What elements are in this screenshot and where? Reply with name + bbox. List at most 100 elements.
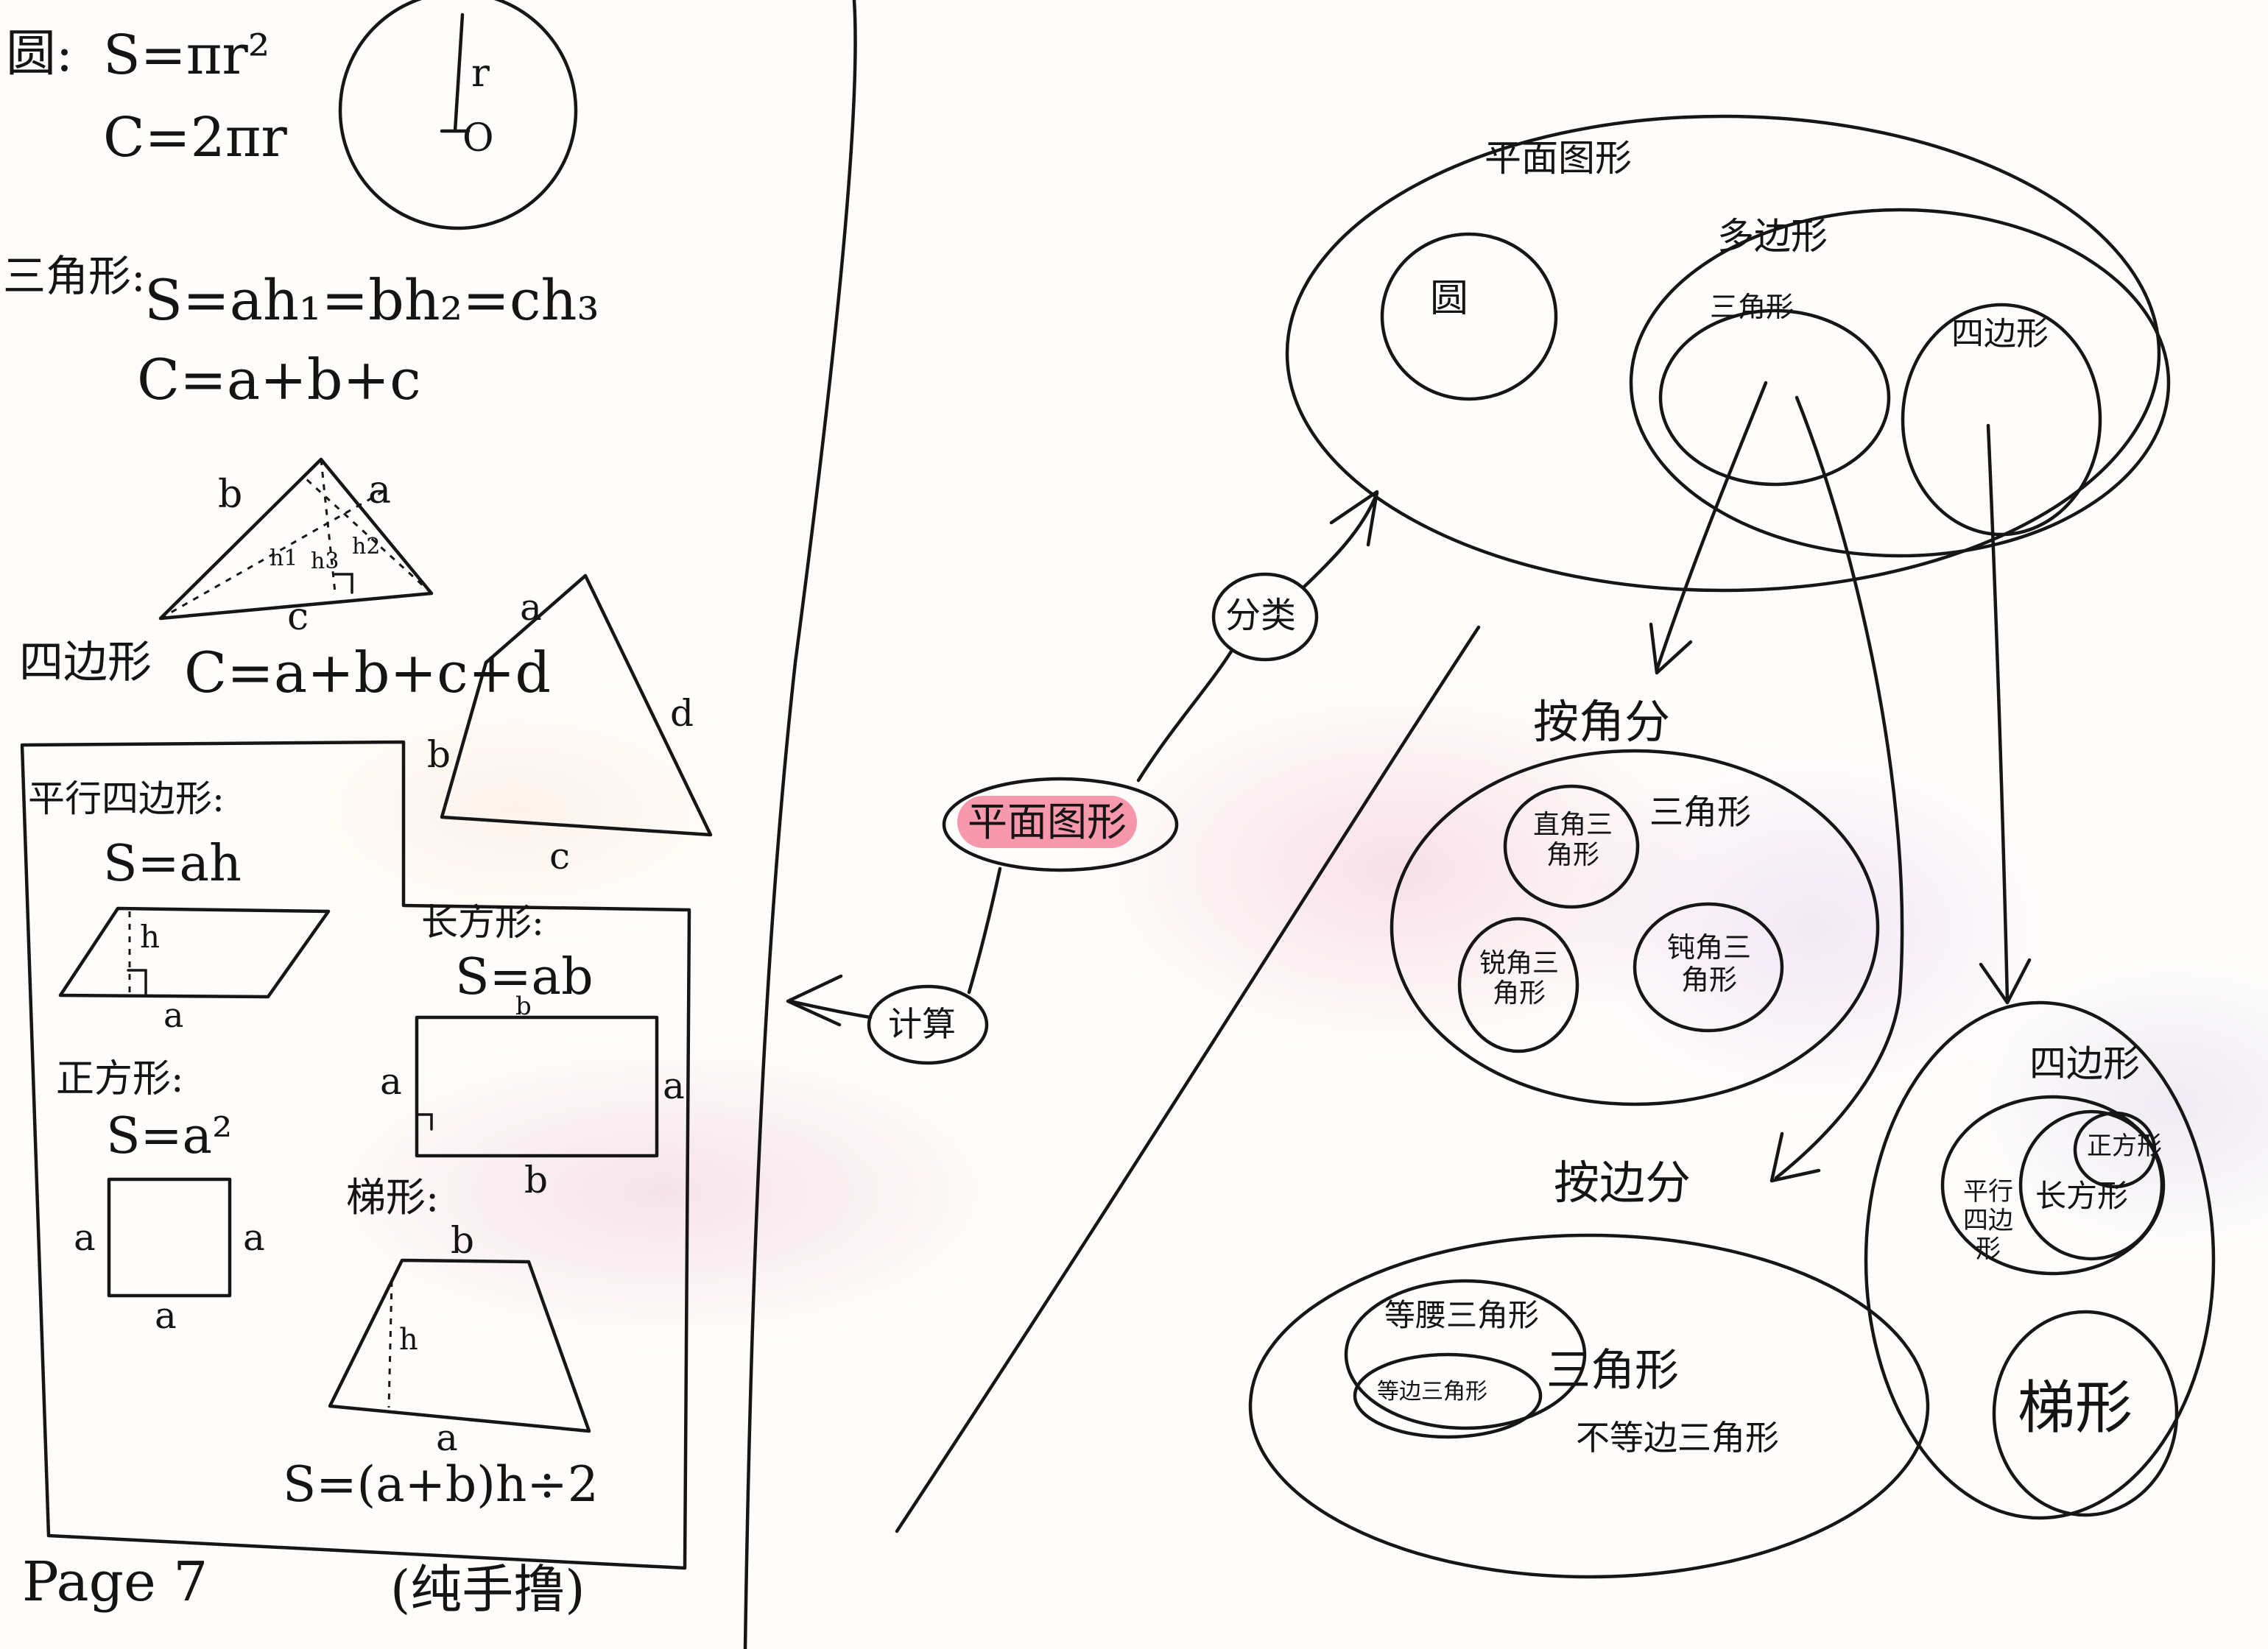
trapezoid-formula: S=(a+b)h÷2 xyxy=(283,1456,599,1513)
quadrilateral-figure xyxy=(440,573,713,837)
trapezoid-height xyxy=(387,1280,393,1408)
quad-side-a: a xyxy=(520,586,542,629)
triangle-area-formula: S=ah₁=bh₂=ch₃ xyxy=(144,267,599,333)
quadrilateral-perimeter-formula: C=a+b+c+d xyxy=(184,640,552,705)
acute-triangle-label: 锐角三角形 xyxy=(1479,948,1559,1009)
arrow-to-quad xyxy=(1986,423,2010,1003)
parallelogram-formula: S=ah xyxy=(103,835,242,893)
square-left-label: a xyxy=(74,1216,96,1259)
rectangle-set-label: 长方形 xyxy=(2035,1178,2129,1214)
plane-figures-title: 平面图形 xyxy=(1485,137,1632,180)
square-figure xyxy=(107,1177,232,1298)
rectangle-right-label: a xyxy=(663,1064,685,1107)
height-label-h2: h2 xyxy=(352,534,381,559)
square-formula: S=a² xyxy=(106,1107,233,1165)
parallelogram-base-label: a xyxy=(163,995,184,1035)
link-calculate-arrow xyxy=(787,999,873,1020)
trapezoid-bottom-label: a xyxy=(436,1416,458,1459)
height-h3 xyxy=(320,459,337,593)
center-label: O xyxy=(462,116,494,160)
calculate-node-outline xyxy=(867,984,989,1065)
quad-breakdown-title: 四边形 xyxy=(2029,1042,2140,1085)
rectangle-label: 长方形: xyxy=(421,901,544,944)
trapezoid-set-label: 梯形 xyxy=(2018,1375,2133,1441)
rectangle-right-angle xyxy=(415,1113,433,1131)
plane-figures-set xyxy=(1285,114,2161,593)
arrowhead-calculate xyxy=(786,974,843,1027)
triangle-set-label: 三角形 xyxy=(1710,291,1795,323)
height-label-h3: h3 xyxy=(311,548,339,574)
triangle-perimeter-formula: C=a+b+c xyxy=(137,347,421,412)
trapezoid-set xyxy=(1992,1310,2179,1517)
equilateral-set xyxy=(1353,1352,1543,1439)
trapezoid-label: 梯形: xyxy=(346,1174,440,1221)
page-divider-line xyxy=(743,0,857,1649)
circle-circumference-formula: C=2πr xyxy=(103,106,287,169)
arrow-to-by-angle xyxy=(1655,381,1768,672)
formula-frame xyxy=(20,740,691,1570)
parallelogram-height-label: h xyxy=(140,919,161,955)
acute-triangle-set xyxy=(1457,917,1580,1053)
rectangle-left-label: a xyxy=(380,1060,402,1103)
height-h1 xyxy=(304,477,433,595)
polygon-set xyxy=(1629,208,2171,558)
by-angle-outer-label: 三角形 xyxy=(1649,792,1751,832)
trapezoid-figure xyxy=(328,1258,591,1433)
obtuse-triangle-label: 钝角三角形 xyxy=(1666,931,1751,996)
arrow-to-by-side xyxy=(1774,395,1904,1180)
scalene-label: 不等边三角形 xyxy=(1576,1418,1779,1458)
right-triangle-set xyxy=(1503,784,1640,909)
center-node-label: 平面图形 xyxy=(957,796,1137,848)
by-angle-title: 按角分 xyxy=(1533,695,1671,749)
arrowhead-by-angle xyxy=(1649,622,1693,675)
isosceles-label: 等腰三角形 xyxy=(1384,1297,1540,1333)
by-side-set xyxy=(1248,1233,1930,1579)
circle-area-formula: S=πr² xyxy=(103,24,270,87)
radius-label: r xyxy=(471,52,490,96)
quad-side-c: c xyxy=(549,835,571,878)
parallelogram-label: 平行四边形: xyxy=(28,777,225,820)
trapezoid-height-label: h xyxy=(399,1323,418,1357)
quadrilateral-set xyxy=(1901,303,2102,537)
rectangle-top-label: b xyxy=(515,992,532,1021)
circle-label: 圆: xyxy=(6,25,73,83)
obtuse-triangle-set xyxy=(1633,902,1784,1033)
square-set-label: 正方形 xyxy=(2087,1131,2162,1161)
rectangle-formula: S=ab xyxy=(455,948,594,1006)
arrowhead-classify xyxy=(1329,490,1379,547)
link-center-classify xyxy=(1136,649,1233,783)
link-classify-arrow xyxy=(1301,491,1379,590)
quadrilateral-set-label: 四边形 xyxy=(1951,315,2049,353)
rectangle-figure xyxy=(415,1015,659,1158)
calculate-node-label: 计算 xyxy=(888,1004,956,1044)
rectangle-bottom-label: b xyxy=(524,1159,549,1201)
square-bottom-label: a xyxy=(155,1294,177,1337)
triangle-side-b: b xyxy=(218,473,243,517)
by-side-title: 按边分 xyxy=(1554,1156,1691,1210)
rectangle-set xyxy=(2018,1109,2164,1261)
parallelogram-figure xyxy=(58,906,331,999)
polygon-set-label: 多边形 xyxy=(1717,215,1828,258)
height-label-h1: h1 xyxy=(270,545,298,571)
quad-breakdown-set xyxy=(1864,1000,2216,1520)
circle-figure xyxy=(338,0,578,230)
isosceles-set xyxy=(1344,1279,1587,1430)
triangle-label: 三角形: xyxy=(3,251,146,301)
center-node-highlight: 平面图形 xyxy=(957,796,1137,848)
radius-line xyxy=(453,13,465,133)
diagonal-separator xyxy=(895,625,1481,1533)
square-right-label: a xyxy=(243,1216,265,1259)
circle-set-label: 圆 xyxy=(1430,277,1469,321)
handmade-note: (纯手撸) xyxy=(390,1559,585,1620)
classify-node-outline xyxy=(1211,572,1319,662)
page-label: Page 7 xyxy=(22,1550,208,1614)
parallelogram-right-angle xyxy=(127,969,147,995)
center-node-outline xyxy=(942,777,1179,872)
by-side-outer-label: 三角形 xyxy=(1546,1345,1679,1396)
equilateral-label: 等边三角形 xyxy=(1377,1379,1487,1405)
triangle-side-a: a xyxy=(368,468,392,512)
square-set xyxy=(2073,1111,2157,1189)
right-triangle-label: 直角三角形 xyxy=(1532,810,1613,871)
